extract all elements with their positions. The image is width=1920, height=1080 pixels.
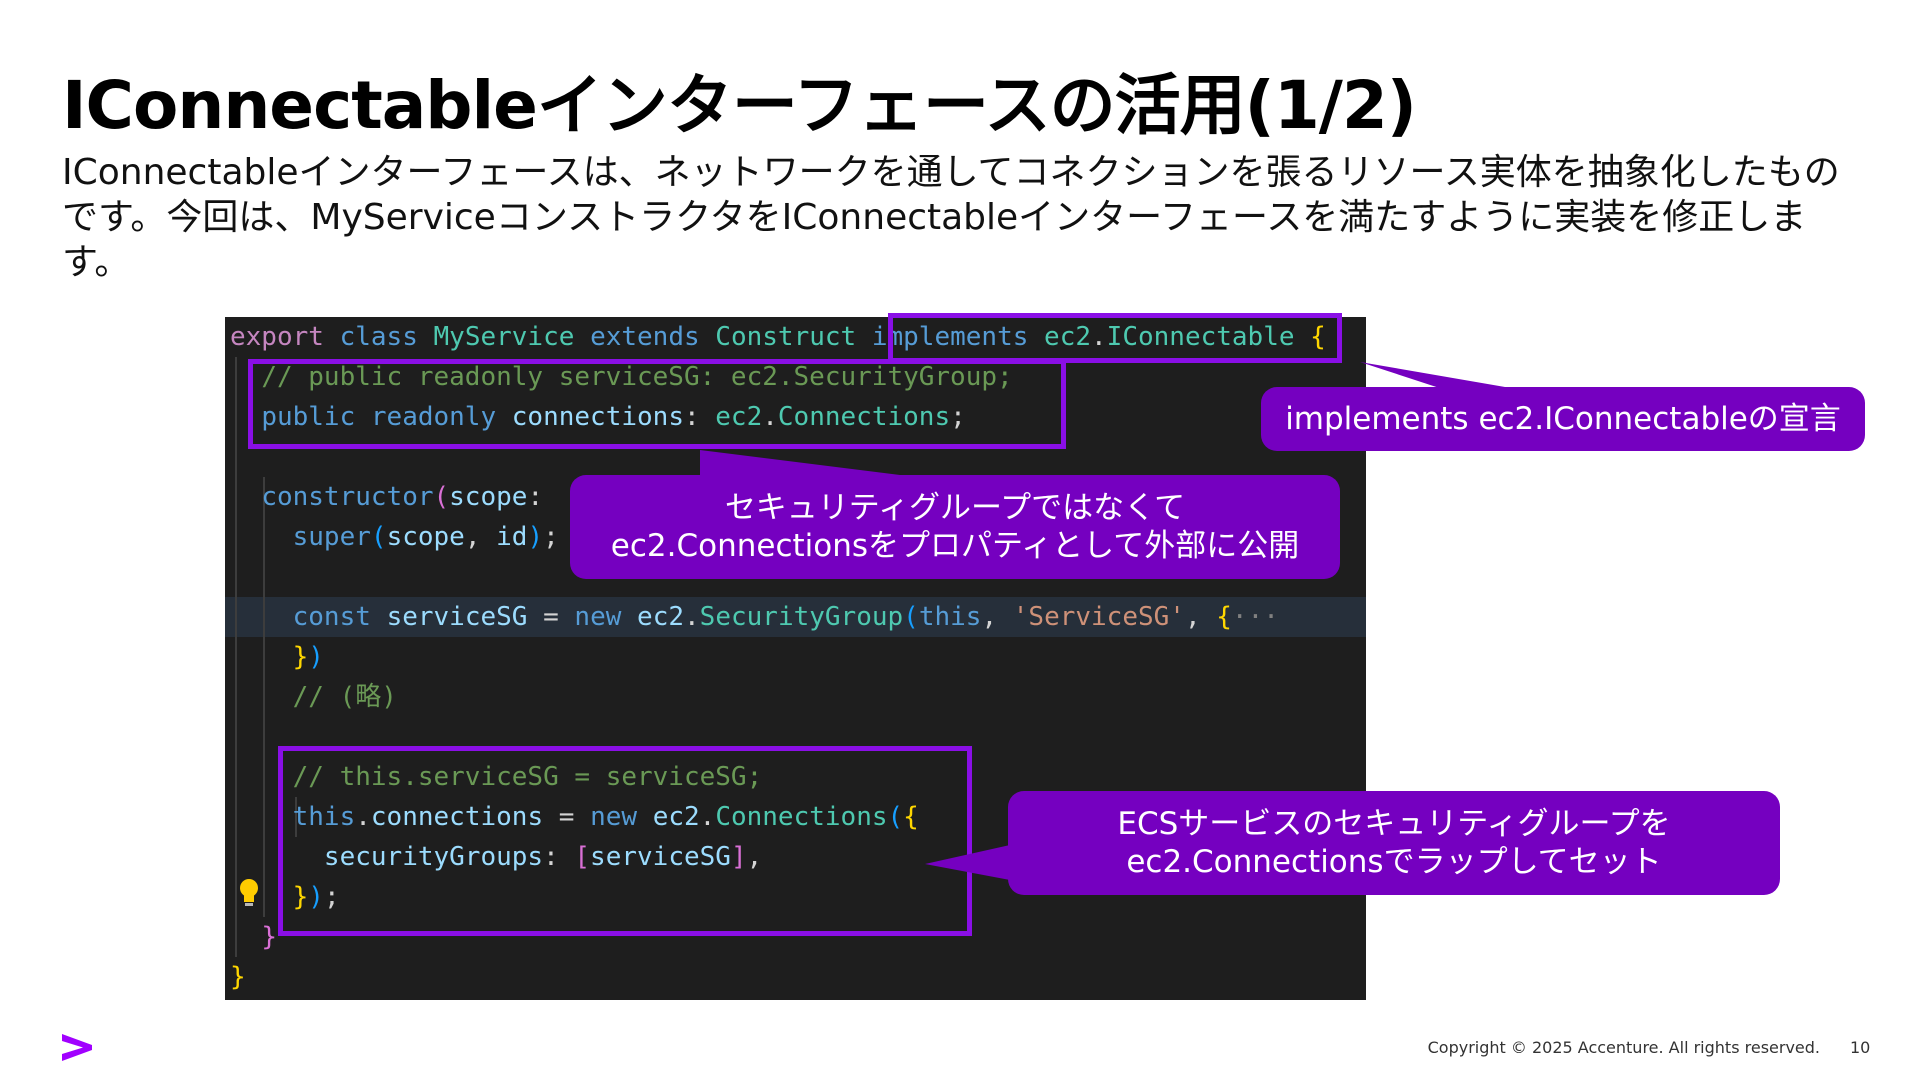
code-line-6: const serviceSG = new ec2.SecurityGroup(… <box>292 602 1279 632</box>
indent-guide <box>263 477 265 917</box>
slide-body-text: IConnectableインターフェースは、ネットワークを通してコネクションを張… <box>62 152 1840 283</box>
indent-guide <box>295 797 297 837</box>
callout-wrap: ECSサービスのセキュリティグループを ec2.Connectionsでラップし… <box>1008 791 1780 895</box>
callout-properties: セキュリティグループではなくて ec2.Connectionsをプロパティとして… <box>570 475 1340 579</box>
connections-highlight-box <box>278 746 972 936</box>
code-line-10: this.connections = new ec2.Connections({ <box>292 802 919 832</box>
code-line-14: } <box>230 962 246 992</box>
copyright-text: Copyright © 2025 Accenture. All rights r… <box>1427 1038 1820 1057</box>
code-line-3: public readonly connections: ec2.Connect… <box>261 402 966 432</box>
code-line-13: } <box>261 922 277 952</box>
callout-implements-text: implements ec2.IConnectableの宣言 <box>1285 401 1841 437</box>
code-line-7: }) <box>292 642 324 672</box>
callout-wrap-line-2: ec2.Connectionsでラップしてセット <box>1126 844 1662 880</box>
callout-wrap-line-1: ECSサービスのセキュリティグループを <box>1117 806 1671 842</box>
lightbulb-icon <box>240 879 258 906</box>
code-line-12: }); <box>292 882 340 912</box>
code-line-1: export class MyService extends Construct… <box>230 322 1326 352</box>
slide-title: IConnectableインターフェースの活用(1/2) <box>62 67 1417 144</box>
accenture-logo <box>62 1034 92 1061</box>
page-number: 10 <box>1850 1038 1871 1057</box>
property-highlight-box <box>248 359 1066 449</box>
code-line-4: constructor(scope: <box>261 482 544 512</box>
code-line-9: // this.serviceSG = serviceSG; <box>292 762 763 792</box>
code-line-11: securityGroups: [serviceSG], <box>323 842 763 872</box>
code-line-5: super(scope, id); <box>292 522 559 552</box>
callout-properties-line-2: ec2.Connectionsをプロパティとして外部に公開 <box>610 528 1300 564</box>
callout-implements: implements ec2.IConnectableの宣言 <box>1261 387 1865 451</box>
code-line-8: // (略) <box>292 682 397 712</box>
implements-highlight-box <box>888 313 1342 363</box>
current-line-highlight <box>225 597 1366 637</box>
callout-properties-line-1: セキュリティグループではなくて <box>724 490 1186 526</box>
code-line-2: // public readonly serviceSG: ec2.Securi… <box>261 362 1013 392</box>
indent-guide <box>235 357 237 957</box>
